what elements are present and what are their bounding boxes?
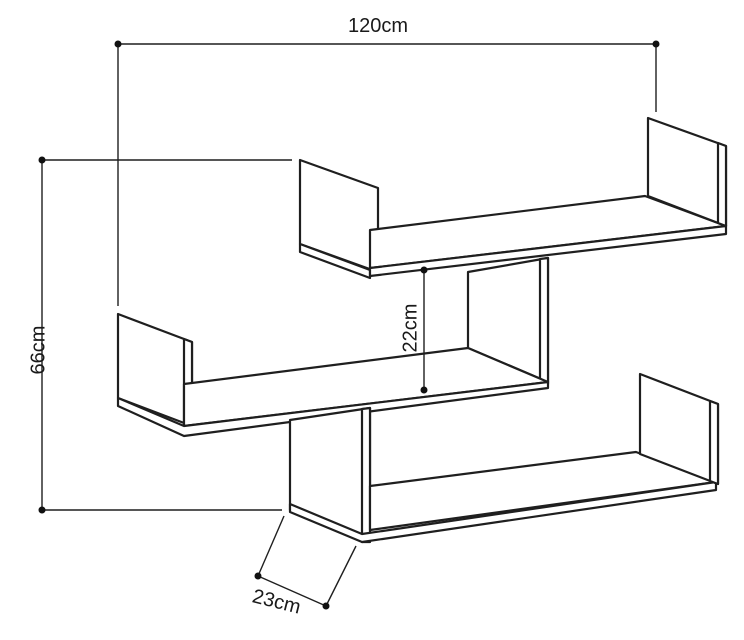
bottom-shelf bbox=[288, 372, 720, 544]
dimension-lines bbox=[38, 40, 660, 610]
bottom-connector-edge bbox=[360, 406, 372, 544]
middle-shelf bbox=[116, 256, 550, 438]
depth-dim-right-ext bbox=[325, 545, 357, 607]
spacing-dim-dot-bottom bbox=[420, 386, 428, 394]
height-dim-dot-bottom bbox=[38, 506, 46, 514]
bottom-shelf-base-front bbox=[288, 480, 718, 544]
top-shelf-right-panel-edge bbox=[716, 141, 728, 228]
depth-dim-left-ext bbox=[257, 515, 285, 577]
depth-dim-dot-left bbox=[254, 572, 262, 580]
shelf-spacing-label: 22cm bbox=[399, 303, 422, 353]
depth-dim-line bbox=[257, 575, 327, 607]
top-shelf-base-front bbox=[368, 224, 728, 278]
width-label: 120cm bbox=[348, 15, 409, 37]
top-shelf-left-panel-edge bbox=[298, 242, 372, 280]
width-dim-dot-left bbox=[114, 40, 122, 48]
top-shelf bbox=[298, 116, 728, 280]
height-dim-dot-top bbox=[38, 156, 46, 164]
middle-connector-edge bbox=[538, 256, 550, 388]
middle-shelf-base-front bbox=[116, 380, 550, 438]
height-label: 66cm bbox=[27, 325, 50, 375]
width-dim-dot-right bbox=[652, 40, 660, 48]
bottom-shelf-right-panel-edge bbox=[708, 399, 720, 486]
depth-dim-dot-right bbox=[322, 602, 330, 610]
spacing-dim-dot-top bbox=[420, 266, 428, 274]
